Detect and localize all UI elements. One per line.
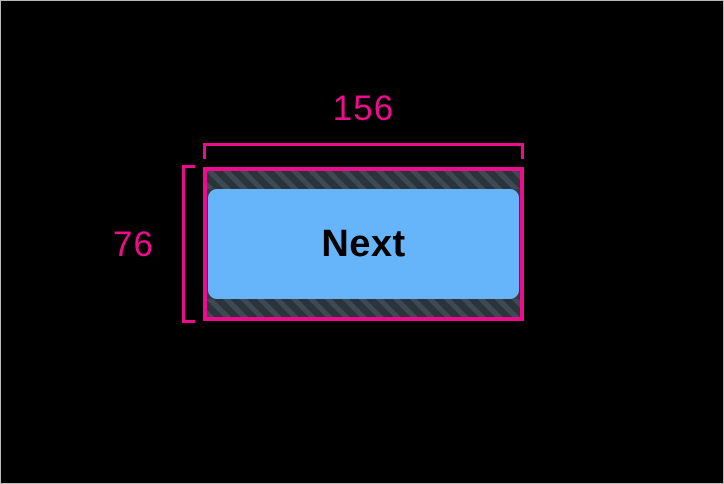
- height-dimension-label: 76: [113, 225, 154, 264]
- next-button-label: Next: [321, 223, 406, 265]
- next-button[interactable]: Next: [208, 189, 519, 299]
- height-bracket-cap-bottom: [182, 320, 195, 323]
- padding-band-bottom: [207, 299, 520, 317]
- width-bracket-bar: [203, 143, 524, 146]
- width-bracket-cap-right: [521, 143, 524, 159]
- height-bracket-bar: [182, 165, 185, 323]
- width-bracket-cap-left: [203, 143, 206, 159]
- inspected-element-bounds[interactable]: Next: [203, 167, 524, 321]
- width-dimension-label: 156: [332, 89, 395, 128]
- padding-band-top: [207, 171, 520, 189]
- height-bracket-cap-top: [182, 165, 195, 168]
